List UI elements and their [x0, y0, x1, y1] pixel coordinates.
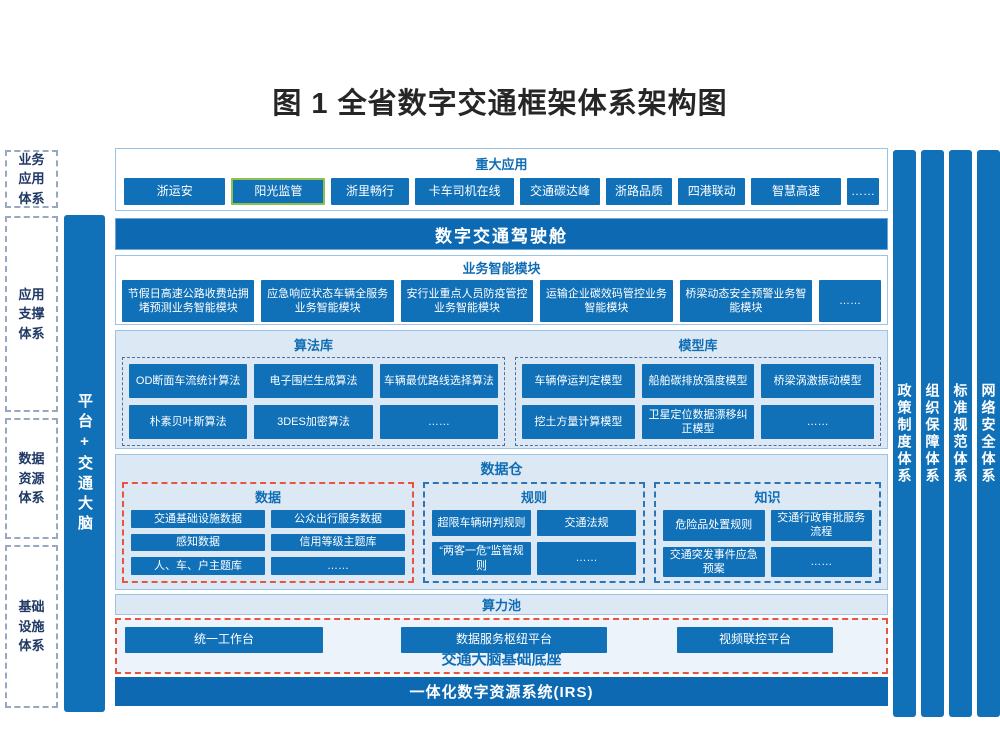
model-library-title: 模型库 [678, 338, 718, 353]
data-group: 数据 交通基础设施数据 公众出行服务数据 感知数据 信用等级主题库 人、车、户主… [122, 482, 414, 583]
libraries-panel: 算法库 OD断面车流统计算法 电子围栏生成算法 车辆最优路线选择算法 朴素贝叶斯… [115, 330, 888, 449]
bi-node-ellipsis: …… [819, 280, 882, 322]
platform-node: 视频联控平台 [677, 627, 833, 653]
data-node: 人、车、户主题库 [131, 557, 265, 575]
platform-node: 数据服务枢纽平台 [401, 627, 607, 653]
model-library-grid: 车辆停运判定模型 船舶碳排放强度模型 桥梁涡激振动模型 挖土方量计算模型 卫星定… [515, 357, 881, 446]
left-system-application-support: 应用支撑体系 [5, 216, 58, 412]
rule-node: 交通法规 [537, 510, 636, 536]
data-warehouse-panel: 数据仓 数据 交通基础设施数据 公众出行服务数据 感知数据 信用等级主题库 人、… [115, 454, 888, 590]
rule-group-title: 规则 [520, 490, 547, 505]
model-node: 卫星定位数据漂移纠正模型 [641, 405, 755, 439]
app-node: 卡车司机在线 [414, 178, 515, 205]
bi-module-row: 节假日高速公路收费站拥堵预测业务智能模块 应急响应状态车辆全服务业务智能模块 安… [122, 280, 882, 322]
major-apps-row: 浙运安 阳光监管 浙里畅行 卡车司机在线 交通碳达峰 浙路品质 四港联动 智慧高… [124, 178, 879, 205]
knowledge-group-grid: 危险品处置规则 交通行政审批服务流程 交通突发事件应急预案 …… [663, 510, 872, 578]
algorithm-library-grid: OD断面车流统计算法 电子围栏生成算法 车辆最优路线选择算法 朴素贝叶斯算法 3… [122, 357, 505, 446]
brain-base-panel: 统一工作台 数据服务枢纽平台 视频联控平台 交通大脑基础底座 [115, 618, 888, 674]
rule-node: “两客一危”监管规则 [432, 542, 531, 575]
data-node: 交通基础设施数据 [131, 510, 265, 528]
figure-title: 图 1 全省数字交通框架体系架构图 [272, 88, 728, 120]
right-system-policy: 政策制度体系 [893, 150, 916, 717]
model-node-ellipsis: …… [761, 405, 874, 439]
bi-node: 节假日高速公路收费站拥堵预测业务智能模块 [122, 280, 255, 322]
platform-traffic-brain-bar: 平台+交通大脑 [64, 215, 105, 712]
algorithm-node: 3DES加密算法 [254, 405, 373, 439]
algorithm-library: 算法库 OD断面车流统计算法 电子围栏生成算法 车辆最优路线选择算法 朴素贝叶斯… [122, 334, 505, 446]
right-system-standards: 标准规范体系 [949, 150, 972, 717]
left-system-infrastructure: 基础设施体系 [5, 545, 58, 708]
diagram-main-column: 重大应用 浙运安 阳光监管 浙里畅行 卡车司机在线 交通碳达峰 浙路品质 四港联… [115, 148, 888, 706]
knowledge-group-title: 知识 [754, 490, 781, 505]
compute-pool-band: 算力池 [115, 594, 888, 615]
app-node: 浙里畅行 [331, 178, 409, 205]
app-node: 智慧高速 [751, 178, 841, 205]
model-node: 挖土方量计算模型 [522, 405, 635, 439]
knowledge-node: 交通行政审批服务流程 [770, 510, 872, 541]
model-node: 船舶碳排放强度模型 [641, 364, 755, 398]
knowledge-node-ellipsis: …… [770, 546, 872, 578]
app-node: 四港联动 [678, 178, 746, 205]
rule-group: 规则 超限车辆研判规则 交通法规 “两客一危”监管规则 …… [423, 482, 645, 583]
app-node: 浙路品质 [605, 178, 673, 205]
brain-base-title: 交通大脑基础底座 [441, 651, 562, 668]
data-group-grid: 交通基础设施数据 公众出行服务数据 感知数据 信用等级主题库 人、车、户主题库 … [131, 510, 405, 575]
bi-node: 应急响应状态车辆全服务业务智能模块 [261, 280, 394, 322]
algorithm-node: 朴素贝叶斯算法 [129, 405, 248, 439]
right-system-network-security: 网络安全体系 [977, 150, 1000, 717]
data-node: 感知数据 [131, 533, 265, 552]
major-apps-panel: 重大应用 浙运安 阳光监管 浙里畅行 卡车司机在线 交通碳达峰 浙路品质 四港联… [115, 148, 888, 211]
knowledge-node: 危险品处置规则 [663, 510, 765, 541]
rule-node-ellipsis: …… [537, 542, 636, 575]
algorithm-node-ellipsis: …… [379, 405, 498, 439]
algorithm-library-title: 算法库 [293, 338, 333, 353]
data-group-title: 数据 [254, 490, 281, 505]
left-system-business-application: 业务应用体系 [5, 150, 58, 208]
left-system-data-resource: 数据资源体系 [5, 418, 58, 539]
knowledge-group: 知识 危险品处置规则 交通行政审批服务流程 交通突发事件应急预案 …… [654, 482, 881, 583]
data-warehouse-row: 数据 交通基础设施数据 公众出行服务数据 感知数据 信用等级主题库 人、车、户主… [122, 482, 881, 583]
bi-node: 安行业重点人员防疫管控业务智能模块 [400, 280, 534, 322]
cockpit-bar: 数字交通驾驶舱 [115, 218, 888, 250]
model-node: 桥梁涡激振动模型 [761, 364, 874, 398]
platform-node: 统一工作台 [125, 627, 323, 653]
app-node: 交通碳达峰 [520, 178, 600, 205]
data-node: 公众出行服务数据 [271, 510, 405, 528]
algorithm-node: 车辆最优路线选择算法 [379, 364, 498, 398]
algorithm-node: 电子围栏生成算法 [254, 364, 373, 398]
app-node-highlighted: 阳光监管 [231, 178, 326, 205]
algorithm-node: OD断面车流统计算法 [129, 364, 248, 398]
rule-node: 超限车辆研判规则 [432, 510, 531, 536]
data-node-ellipsis: …… [271, 557, 405, 575]
model-node: 车辆停运判定模型 [522, 364, 635, 398]
bi-node: 运输企业碳效码管控业务智能模块 [540, 280, 673, 322]
data-warehouse-title: 数据仓 [480, 461, 523, 477]
major-apps-title: 重大应用 [475, 157, 528, 172]
data-node: 信用等级主题库 [271, 533, 405, 552]
model-library: 模型库 车辆停运判定模型 船舶碳排放强度模型 桥梁涡激振动模型 挖土方量计算模型… [515, 334, 881, 446]
knowledge-node: 交通突发事件应急预案 [663, 546, 765, 578]
compute-pool-title: 算力池 [481, 598, 521, 613]
rule-group-grid: 超限车辆研判规则 交通法规 “两客一危”监管规则 …… [432, 510, 636, 575]
bi-module-title: 业务智能模块 [462, 261, 541, 276]
app-node: 浙运安 [124, 178, 226, 205]
irs-bar: 一体化数字资源系统(IRS) [115, 677, 888, 706]
right-system-organization: 组织保障体系 [921, 150, 944, 717]
bi-node: 桥梁动态安全预警业务智能模块 [679, 280, 813, 322]
app-node-ellipsis: …… [846, 178, 879, 205]
bi-module-panel: 业务智能模块 节假日高速公路收费站拥堵预测业务智能模块 应急响应状态车辆全服务业… [115, 255, 888, 325]
